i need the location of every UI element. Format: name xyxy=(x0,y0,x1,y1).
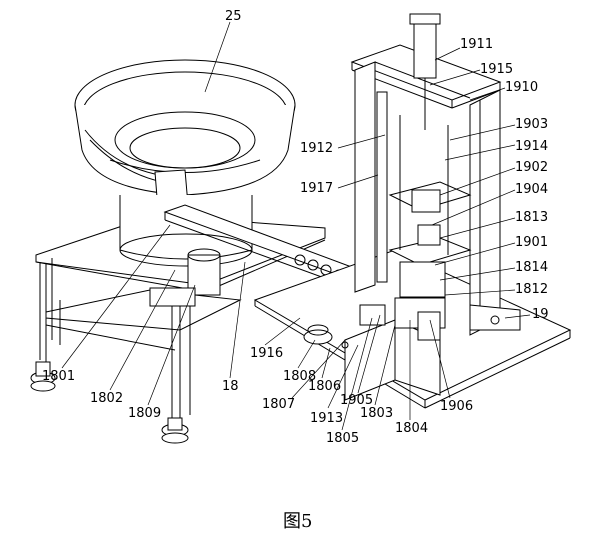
label-1814: 1814 xyxy=(515,260,548,275)
label-1805: 1805 xyxy=(326,431,359,446)
label-1902: 1902 xyxy=(515,160,548,175)
label-1910: 1910 xyxy=(505,80,538,95)
label-1804: 1804 xyxy=(395,421,428,436)
label-1812: 1812 xyxy=(515,282,548,297)
label-25: 25 xyxy=(225,9,242,24)
label-1917: 1917 xyxy=(300,181,333,196)
vertical-press-frame xyxy=(350,13,521,336)
label-1916: 1916 xyxy=(250,346,283,361)
leader-lines xyxy=(61,21,531,431)
label-1806: 1806 xyxy=(308,379,341,394)
label-1903: 1903 xyxy=(515,117,548,132)
label-1901: 1901 xyxy=(515,235,548,250)
label-1906: 1906 xyxy=(440,399,473,414)
figure-caption: 图5 xyxy=(283,511,312,532)
label-1915: 1915 xyxy=(480,62,513,77)
label-1809: 1809 xyxy=(128,406,161,421)
label-1905: 1905 xyxy=(340,393,373,408)
label-1913: 1913 xyxy=(310,411,343,426)
label-1801: 1801 xyxy=(42,369,75,384)
label-1914: 1914 xyxy=(515,139,548,154)
label-1904: 1904 xyxy=(515,182,548,197)
label-1912: 1912 xyxy=(300,141,333,156)
label-1911: 1911 xyxy=(460,37,493,52)
vibratory-bowl xyxy=(74,59,296,267)
part-labels: 25 1911 1915 1910 1903 1912 1914 1902 19… xyxy=(42,9,549,446)
label-1802: 1802 xyxy=(90,391,123,406)
label-1807: 1807 xyxy=(262,397,295,412)
label-1803: 1803 xyxy=(360,406,393,421)
label-1808: 1808 xyxy=(283,369,316,384)
label-19: 19 xyxy=(532,307,549,322)
label-18: 18 xyxy=(222,379,239,394)
label-1813: 1813 xyxy=(515,210,548,225)
